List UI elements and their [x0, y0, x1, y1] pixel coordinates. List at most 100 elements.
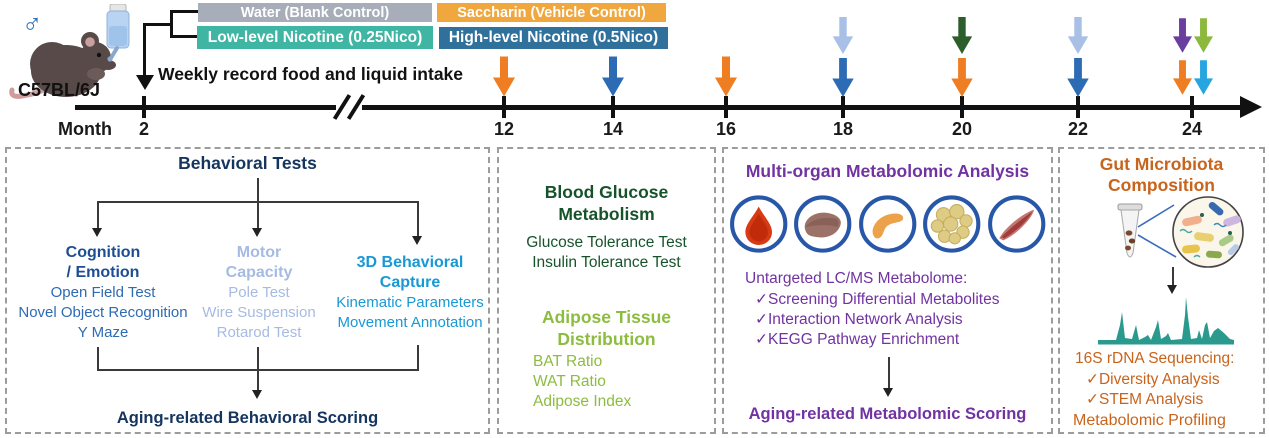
- glucose-item: Glucose Tolerance Test: [526, 234, 687, 251]
- timeline-axis: [75, 105, 1243, 110]
- mouse-icon: [9, 32, 116, 99]
- legend-high-nicotine: High-level Nicotine (0.5Nico): [439, 27, 668, 49]
- metabolome-check: ✓Interaction Network Analysis: [755, 311, 963, 328]
- tree-arrowhead: [92, 228, 102, 237]
- axis-label-month: Month: [58, 119, 112, 139]
- tree-line: [257, 178, 259, 201]
- panel-behavioral-tests: Behavioral Tests Cognition / Emotion Ope…: [5, 147, 490, 434]
- adipose-item: WAT Ratio: [533, 373, 606, 390]
- panel-glucose-adipose: Blood Glucose Metabolism Glucose Toleran…: [497, 147, 716, 434]
- behavioral-outcome: Aging-related Behavioral Scoring: [116, 409, 379, 427]
- pancreas-icon: [858, 195, 917, 253]
- tick-month-2: [142, 96, 146, 118]
- arrow-blue-month22: [1067, 58, 1089, 97]
- month-label: 18: [832, 119, 854, 139]
- glucose-title-line2: Metabolism: [558, 204, 655, 224]
- metabolomic-outcome: Aging-related Metabolomic Scoring: [748, 405, 1027, 423]
- tick-month-12: [502, 96, 506, 118]
- tick-month-20: [960, 96, 964, 118]
- tree-line: [97, 347, 99, 370]
- arrow-cyan-month24: [1194, 60, 1213, 95]
- arrow-blue-month18: [832, 58, 854, 97]
- bracket-line: [143, 23, 173, 26]
- tree-arrowhead: [252, 390, 262, 399]
- sequencing-method: 16S rDNA Sequencing:: [1075, 350, 1235, 367]
- adipose-items: BAT Ratio WAT Ratio Adipose Index: [533, 352, 631, 412]
- arrow-orange-month20: [951, 58, 973, 97]
- arrow-blue-month14: [602, 56, 624, 97]
- arrow-purple-month24: [1173, 18, 1192, 53]
- cognition-item: Novel Object Recognition: [18, 304, 188, 321]
- sequencing-checks: ✓Diversity Analysis ✓STEM Analysis: [1086, 370, 1220, 410]
- strain-label: C57BL/6J: [18, 80, 101, 100]
- capture-item: Kinematic Parameters: [336, 294, 484, 311]
- timeline-arrowhead: [1240, 96, 1262, 118]
- panel-metabolomics: Multi-organ Metabolomic Analysis: [722, 147, 1053, 434]
- legend-saccharin: Saccharin (Vehicle Control): [437, 3, 666, 22]
- tree-line: [417, 345, 419, 370]
- arrow-yellowgreen-month24: [1194, 18, 1213, 53]
- tick-month-24: [1190, 96, 1194, 118]
- motor-heading: Motor: [236, 244, 282, 261]
- bracket-line: [170, 10, 198, 13]
- metabolomics-title: Multi-organ Metabolomic Analysis: [745, 161, 1030, 181]
- tick-month-18: [841, 96, 845, 118]
- capture-heading: 3D Behavioral: [356, 254, 464, 271]
- tree-line: [257, 369, 259, 390]
- metabolome-checks: ✓Screening Differential Metabolites ✓Int…: [755, 290, 999, 350]
- metabolome-check: ✓Screening Differential Metabolites: [755, 291, 1000, 308]
- microbiota-title: Gut Microbiota Composition: [1060, 154, 1263, 196]
- glucose-item: Insulin Tolerance Test: [532, 253, 681, 271]
- month-label: 20: [951, 119, 973, 139]
- month-label: 22: [1067, 119, 1089, 139]
- sequencing-check: ✓STEM Analysis: [1086, 391, 1204, 408]
- cognition-heading: Cognition: [65, 244, 141, 261]
- bracket-line: [170, 35, 197, 38]
- metabolome-check: ✓KEGG Pathway Enrichment: [755, 331, 960, 348]
- motor-item: Rotarod Test: [216, 324, 302, 341]
- adipose-title-line1: Adipose Tissue: [541, 307, 672, 327]
- motor-column: Motor Capacity Pole Test Wire Suspension…: [179, 243, 339, 343]
- metabolome-method: Untargeted LC/MS Metabolome:: [745, 270, 968, 287]
- month-label: 2: [138, 119, 150, 139]
- glucose-title-line1: Blood Glucose: [544, 182, 669, 202]
- flow-arrow-line: [1172, 267, 1174, 285]
- male-symbol: ♂: [22, 8, 43, 38]
- tree-line: [417, 201, 419, 236]
- weekly-arrowhead: [136, 75, 154, 90]
- tick-month-14: [611, 96, 615, 118]
- tree-line: [257, 347, 259, 370]
- month-label: 14: [602, 119, 624, 139]
- arrow-lightblue-month18: [832, 17, 854, 54]
- flow-arrowhead: [883, 388, 893, 397]
- liver-icon: [794, 195, 852, 253]
- tree-line: [257, 201, 259, 228]
- sample-tube-magnifier-icon: [1117, 196, 1244, 268]
- capture-column: 3D Behavioral Capture Kinematic Paramete…: [329, 253, 491, 333]
- motor-heading: Capacity: [225, 264, 293, 281]
- cognition-heading: / Emotion: [66, 264, 140, 281]
- weekly-record-note: Weekly record food and liquid intake: [158, 64, 464, 84]
- microbiota-footer: Metabolomic Profiling: [1073, 412, 1226, 429]
- adipose-title: Adipose Tissue Distribution: [499, 306, 714, 350]
- arrow-orange-month16: [715, 56, 737, 97]
- sequencing-check: ✓Diversity Analysis: [1086, 371, 1220, 388]
- month-label: 12: [493, 119, 515, 139]
- panel-title: Behavioral Tests: [178, 153, 317, 173]
- motor-item: Pole Test: [228, 284, 290, 301]
- flow-arrowhead: [1167, 285, 1177, 294]
- cognition-item: Open Field Test: [50, 284, 156, 301]
- adipose-tissue-icon: [923, 195, 981, 253]
- organ-icons-row: [728, 193, 1047, 255]
- tree-arrowhead: [412, 236, 422, 245]
- tree-line: [97, 201, 99, 228]
- arrow-lightblue-month22: [1067, 17, 1089, 54]
- legend-low-nicotine: Low-level Nicotine (0.25Nico): [197, 26, 433, 49]
- cognition-column: Cognition / Emotion Open Field Test Nove…: [7, 243, 199, 343]
- month-label: 24: [1181, 119, 1203, 139]
- adipose-item: BAT Ratio: [533, 353, 603, 370]
- muscle-icon: [987, 195, 1045, 253]
- arrow-orange-month12: [493, 56, 515, 97]
- microbiota-title-line1: Gut Microbiota: [1099, 154, 1224, 174]
